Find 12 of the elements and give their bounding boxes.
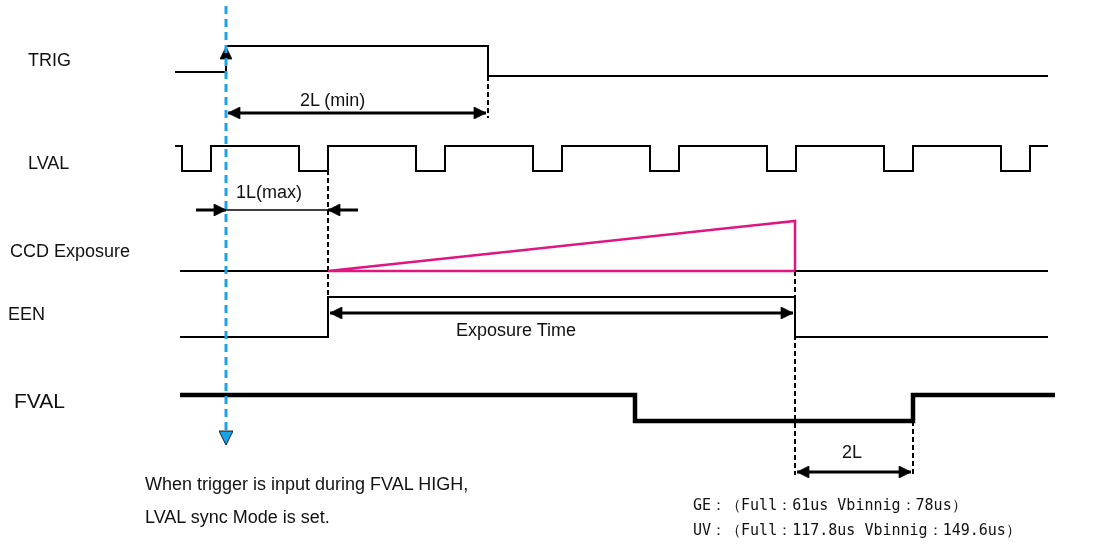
signal-label: FVAL: [14, 389, 65, 414]
dimension-label: 2L: [842, 442, 863, 463]
signal-label: EEN: [8, 304, 45, 325]
signal-label: LVAL: [28, 153, 70, 174]
timing-note: GE：（Full：61us Vbinnig：78us）: [693, 497, 967, 515]
timing-note: UV：（Full：117.8us Vbinnig：149.6us）: [693, 522, 1021, 540]
dimension-label: Exposure Time: [456, 320, 577, 341]
signal-label: TRIG: [28, 50, 71, 71]
dimension-label: 2L (min): [300, 90, 366, 111]
signal-label: CCD Exposure: [10, 241, 131, 262]
dimension-label: 1L(max): [236, 182, 302, 203]
note-text: When trigger is input during FVAL HIGH, LVAL sync Mode is set.: [145, 473, 470, 529]
